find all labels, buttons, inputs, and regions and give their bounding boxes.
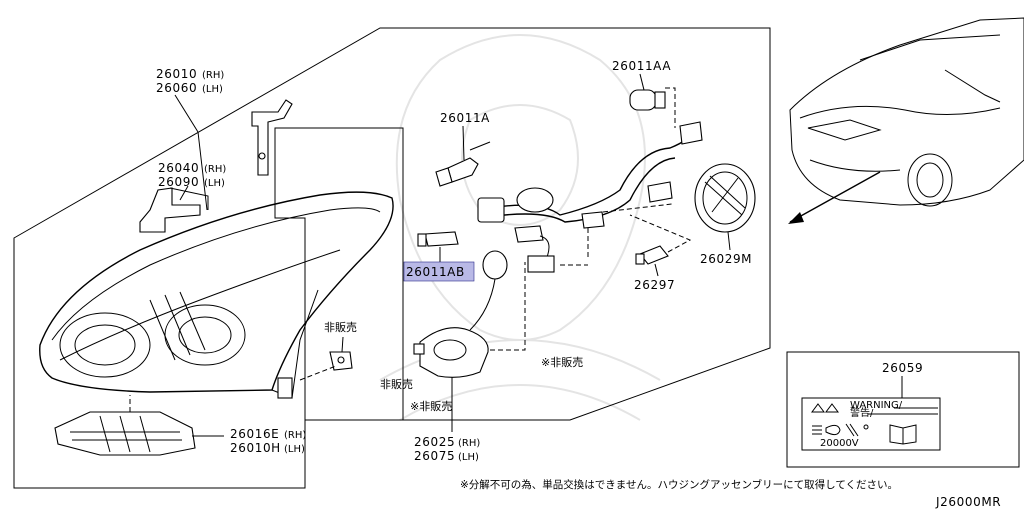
bracket-26040 bbox=[139, 187, 209, 233]
bulb-26297 bbox=[635, 245, 669, 265]
callout-26011aa: 26011AA bbox=[612, 59, 671, 73]
headlamp-housing bbox=[39, 191, 394, 399]
leader-26011a bbox=[462, 125, 465, 161]
watermark-emblem bbox=[379, 34, 661, 421]
callout-26090-side: (LH) bbox=[204, 178, 225, 189]
bulb-26297-dash bbox=[629, 214, 692, 253]
lamp-26016e bbox=[54, 411, 196, 456]
callout-26060: 26060 bbox=[156, 81, 197, 95]
leader-26010 bbox=[174, 94, 208, 211]
cap-26029m bbox=[694, 163, 756, 233]
bulb-harness-outline bbox=[274, 127, 404, 421]
leader-26297 bbox=[654, 263, 659, 277]
callout-26016e-side: (RH) bbox=[284, 430, 306, 441]
warning-text: WARNING/ bbox=[850, 400, 903, 411]
voltage-text: 20000V bbox=[820, 438, 859, 449]
wiring-harness bbox=[477, 121, 703, 273]
warning-jp-text: 警告/ bbox=[850, 406, 874, 419]
bulb-26011aa-dash bbox=[665, 87, 676, 128]
callout-26040: 26040 bbox=[158, 161, 199, 175]
bulb-26011a bbox=[435, 141, 491, 187]
car-illustration bbox=[789, 17, 1024, 207]
ballast-26025 bbox=[413, 327, 489, 378]
harness-dash bbox=[560, 228, 589, 266]
callout-26010-side: (RH) bbox=[202, 70, 224, 81]
warning-label bbox=[801, 397, 941, 451]
callout-26059: 26059 bbox=[882, 361, 923, 375]
callout-26010: 26010 bbox=[156, 67, 197, 81]
car-pointer-arrow bbox=[789, 171, 881, 223]
highlight-26011ab bbox=[403, 261, 475, 282]
not-for-sale-lamp: 非販売 bbox=[380, 378, 413, 391]
callout-26075: 26075 bbox=[414, 449, 455, 463]
leader-26040 bbox=[179, 185, 189, 201]
callout-26090: 26090 bbox=[158, 175, 199, 189]
callout-26010h-side: (LH) bbox=[284, 444, 305, 455]
socket-ring bbox=[469, 250, 508, 331]
leader-26029m bbox=[727, 231, 731, 251]
assembly-outline bbox=[13, 27, 771, 489]
bulb-26011ab bbox=[417, 231, 459, 247]
callout-26029m: 26029M bbox=[700, 252, 752, 266]
label-26059-box bbox=[786, 351, 1020, 468]
bulb-26011aa bbox=[629, 89, 666, 111]
manual-book-icon bbox=[889, 424, 917, 445]
clip bbox=[329, 351, 353, 371]
callout-26016e: 26016E bbox=[230, 427, 279, 441]
leader-clip bbox=[341, 336, 344, 353]
headlight-icon bbox=[812, 423, 869, 437]
top-bracket bbox=[251, 99, 293, 176]
diagram-code: J26000MR bbox=[935, 495, 1001, 509]
not-for-sale-harness: ※非販売 bbox=[541, 356, 583, 369]
callout-26297: 26297 bbox=[634, 278, 675, 292]
callout-26075-side: (LH) bbox=[458, 452, 479, 463]
callout-26010h: 26010H bbox=[230, 441, 281, 455]
arrow-head bbox=[788, 212, 804, 224]
warning-triangle-icon bbox=[811, 403, 839, 413]
callout-26011ab: 26011AB bbox=[406, 265, 465, 279]
callout-26025-side: (RH) bbox=[458, 438, 480, 449]
harness-dash-2 bbox=[602, 203, 673, 213]
callout-26011a: 26011A bbox=[440, 111, 490, 125]
footnote: ※分解不可の為、単品交換はできません。ハウジングアッセンブリーにて取得してくださ… bbox=[460, 478, 898, 491]
callout-26060-side: (LH) bbox=[202, 84, 223, 95]
callout-26040-side: (RH) bbox=[204, 164, 226, 175]
leader-26011aa bbox=[639, 73, 645, 91]
callout-26025: 26025 bbox=[414, 435, 455, 449]
ballast-dash bbox=[490, 262, 526, 351]
not-for-sale-clip: 非販売 bbox=[324, 321, 357, 334]
clip-dash bbox=[299, 365, 337, 381]
not-for-sale-ballast: ※非販売 bbox=[410, 400, 452, 413]
